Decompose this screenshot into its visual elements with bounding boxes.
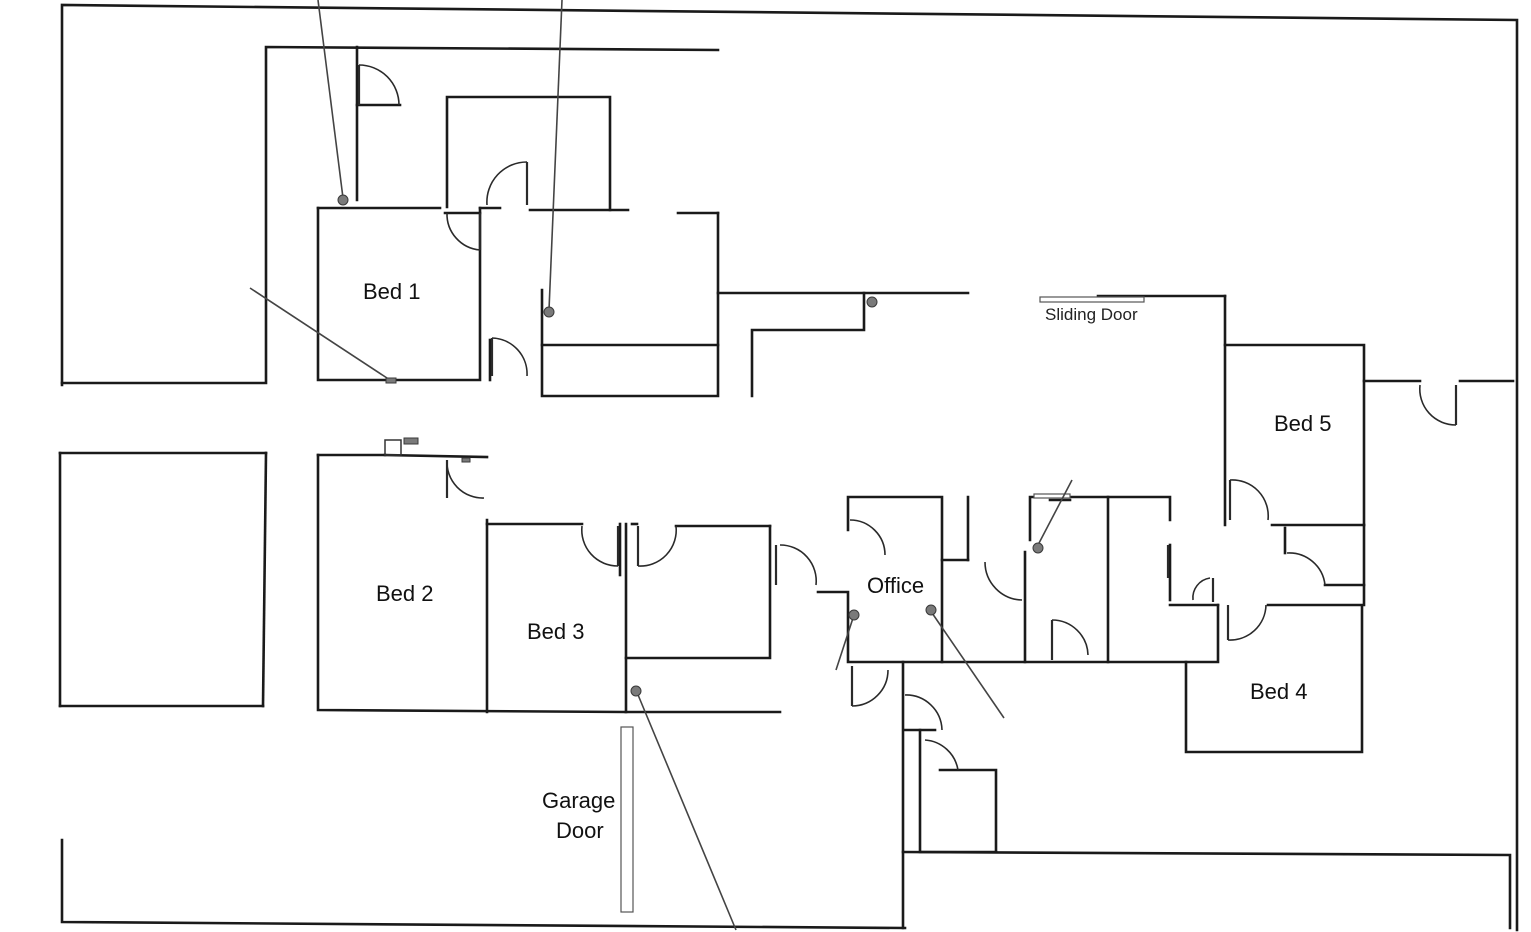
room-label-office: Office: [867, 573, 924, 598]
detector-marker: [848, 609, 860, 621]
room-label-bed2: Bed 2: [376, 581, 434, 606]
bed5-wing-walls: [1096, 294, 1515, 754]
outer-boundary: [58, 3, 1519, 932]
detector-marker: [461, 457, 471, 463]
bed2-bed3-walls: [316, 439, 782, 714]
detector-marker: [385, 377, 397, 384]
detector-marker: [925, 604, 937, 616]
detector-marker: [866, 296, 878, 308]
detector-marker: [543, 306, 555, 318]
lower-right-walls: [901, 660, 1512, 930]
sliding-door-label: Sliding Door: [1045, 305, 1138, 324]
detector-marker: [337, 194, 349, 206]
office-area-walls: [816, 493, 1220, 664]
room-label-bed5: Bed 5: [1274, 411, 1332, 436]
garage-door-label-line1: Garage: [542, 788, 615, 813]
garage-door-track: [620, 726, 634, 913]
detector-markers: [337, 194, 1044, 697]
detector-marker: [403, 437, 419, 445]
room-label-bed4: Bed 4: [1250, 679, 1308, 704]
detector-marker: [1032, 542, 1044, 554]
room-label-bed1: Bed 1: [363, 279, 421, 304]
bed1-wing-walls: [60, 45, 970, 398]
room-label-bed3: Bed 3: [527, 619, 585, 644]
leader-lines: [249, 0, 1073, 931]
garage-door-label-line2: Door: [556, 818, 604, 843]
sliding-door-track: [1039, 296, 1145, 303]
door-swings: [357, 64, 1458, 771]
detector-marker: [630, 685, 642, 697]
